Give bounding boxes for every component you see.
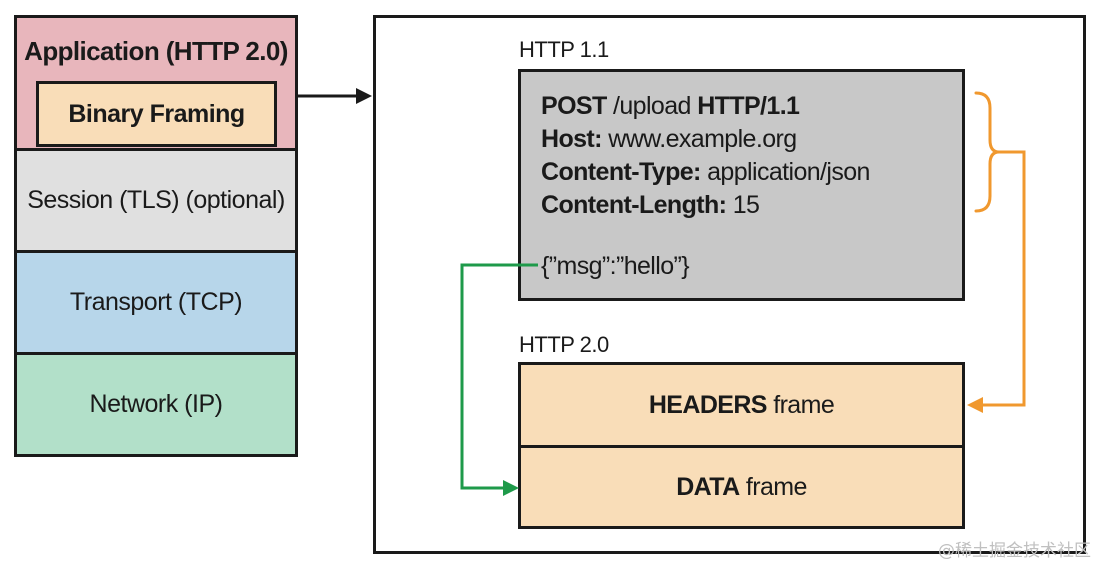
session-layer: Session (TLS) (optional) (14, 148, 298, 253)
headers-frame-suffix: frame (766, 390, 835, 419)
headers-brace-icon (974, 91, 1000, 213)
watermark: @稀土掘金技术社区 (938, 541, 1091, 561)
content-length-key: Content-Length: (541, 191, 727, 219)
http11-label: HTTP 1.1 (519, 37, 609, 62)
headers-frame-type: HEADERS (648, 390, 768, 419)
headers-connector-arrow (967, 150, 1026, 413)
content-type-header: Content-Type: application/json (541, 158, 870, 187)
data-frame: DATA frame (518, 445, 965, 529)
request-line: POST /upload HTTP/1.1 (541, 92, 800, 121)
transport-layer: Transport (TCP) (14, 250, 298, 355)
request-body: {”msg”:”hello”} (541, 252, 690, 280)
request-method: POST (541, 92, 607, 120)
data-frame-suffix: frame (739, 472, 808, 501)
content-type-value: application/json (700, 158, 870, 186)
content-length-header: Content-Length: 15 (541, 191, 760, 220)
data-frame-type: DATA (676, 472, 740, 501)
http11-request-box: POST /upload HTTP/1.1 Host: www.example.… (518, 69, 965, 301)
request-protocol: HTTP/1.1 (697, 92, 800, 120)
application-layer-label: Application (HTTP 2.0) (24, 36, 288, 66)
headers-frame: HEADERS frame (518, 362, 965, 448)
host-header-key: Host: (541, 125, 602, 153)
host-header-value: www.example.org (601, 125, 797, 153)
stack-to-panel-arrow (298, 88, 372, 104)
http20-label: HTTP 2.0 (519, 332, 609, 357)
body-connector-arrow (460, 263, 538, 496)
network-layer: Network (IP) (14, 352, 298, 457)
host-header: Host: www.example.org (541, 125, 797, 154)
content-length-value: 15 (726, 191, 760, 219)
request-path: /upload (606, 92, 698, 120)
content-type-key: Content-Type: (541, 158, 701, 186)
binary-framing-layer: Binary Framing (36, 81, 277, 147)
